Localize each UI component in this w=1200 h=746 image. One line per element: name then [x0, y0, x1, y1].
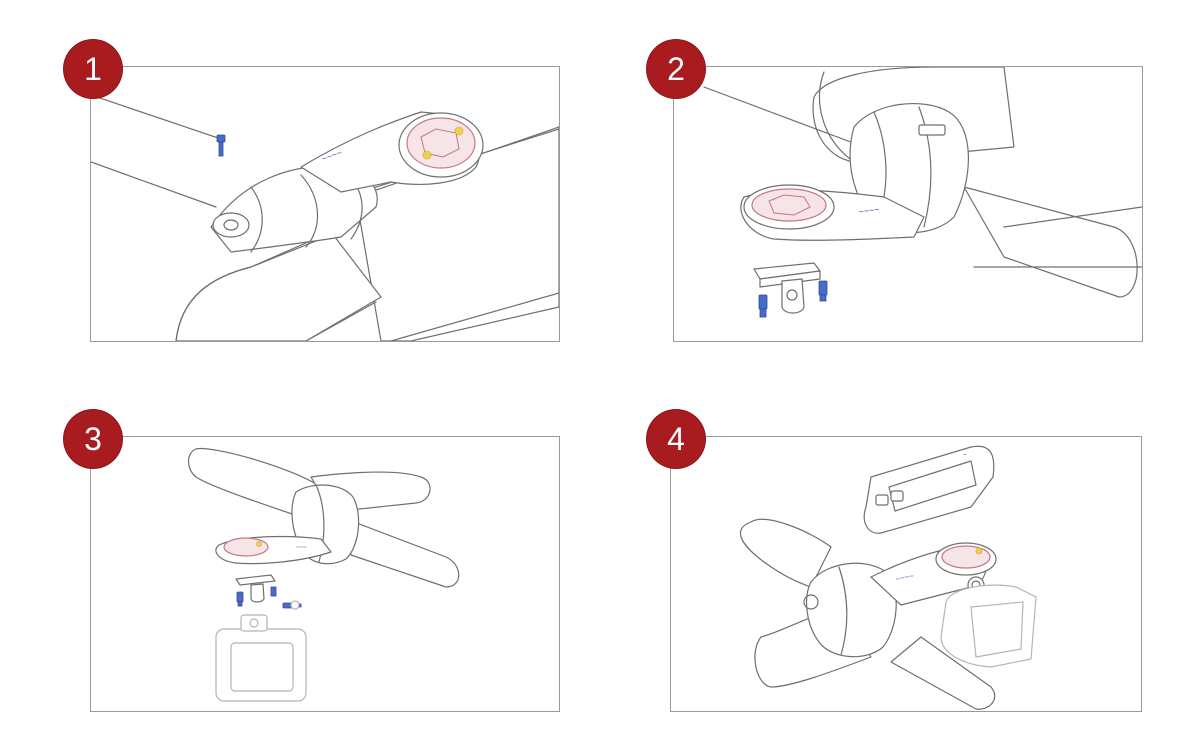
step-2-panel: ~~~~ [673, 66, 1143, 342]
step-2-badge: 2 [647, 40, 705, 98]
svg-text:~: ~ [963, 452, 967, 459]
step-4-illustration: ~ ~~~~ [739, 445, 1037, 710]
step-4-panel: ~ ~~~~ [670, 436, 1142, 712]
step-1-panel: ~~~~ [90, 66, 560, 342]
step-3-panel: ~~~ [90, 436, 560, 712]
step-3-badge: 3 [64, 410, 122, 468]
step-4-badge: 4 [647, 410, 705, 468]
step-1-illustration: ~~~~ [91, 94, 559, 341]
svg-text:~~~: ~~~ [296, 545, 307, 551]
step-3-illustration: ~~~ [187, 447, 460, 702]
step-1-badge: 1 [64, 40, 122, 98]
svg-text:~~~~: ~~~~ [858, 204, 880, 217]
svg-text:~~~~: ~~~~ [895, 571, 915, 584]
step-2-illustration: ~~~~ [703, 67, 1142, 318]
